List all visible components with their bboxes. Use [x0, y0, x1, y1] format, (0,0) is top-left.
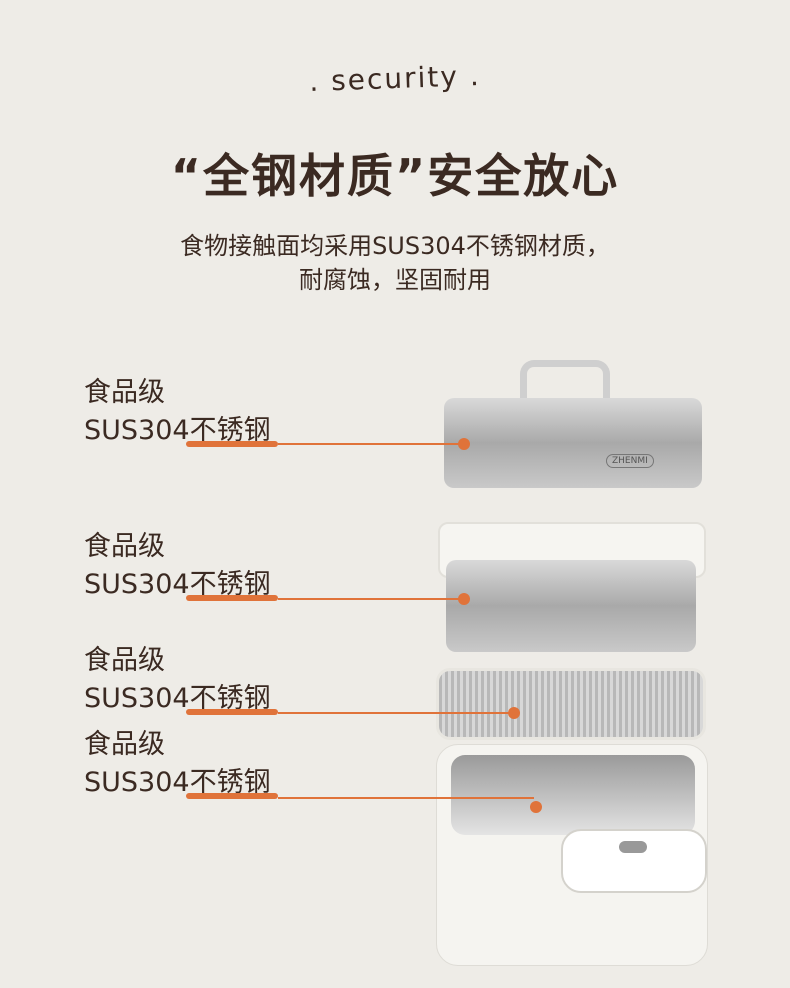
layer-label-tray: 食品级 SUS304不锈钢: [84, 642, 271, 718]
subtitle-line-2: 耐腐蚀，坚固耐用: [299, 266, 491, 294]
pointer-dot: [508, 707, 520, 719]
label-underline: [186, 595, 278, 601]
pointer-dot: [458, 593, 470, 605]
label-grade: 食品级: [84, 377, 165, 408]
steamer-lid: ZHENMI: [444, 398, 702, 488]
control-panel[interactable]: [561, 829, 707, 893]
layer-label-basket: 食品级 SUS304不锈钢: [84, 528, 271, 604]
page-title: “全钢材质”安全放心: [170, 149, 620, 203]
pointer-dot: [458, 438, 470, 450]
layer-label-lid: 食品级 SUS304不锈钢: [84, 374, 271, 450]
label-underline: [186, 709, 278, 715]
label-grade: 食品级: [84, 645, 165, 676]
pointer-line: [278, 797, 534, 799]
pointer-line: [278, 598, 464, 600]
steamer-tray: [436, 668, 706, 740]
label-underline: [186, 441, 278, 447]
label-material: SUS304不锈钢: [84, 569, 271, 600]
layer-label-pot: 食品级 SUS304不锈钢: [84, 726, 271, 802]
label-grade: 食品级: [84, 729, 165, 760]
label-grade: 食品级: [84, 531, 165, 562]
label-material: SUS304不锈钢: [84, 415, 271, 446]
pointer-line: [278, 443, 464, 445]
tagline: . security .: [308, 59, 482, 98]
base-unit: [436, 744, 708, 966]
display-screen: [619, 841, 647, 853]
pointer-dot: [530, 801, 542, 813]
steamer-basket-upper: [446, 560, 696, 652]
brand-badge: ZHENMI: [606, 454, 654, 468]
label-material: SUS304不锈钢: [84, 767, 271, 798]
pointer-line: [278, 712, 510, 714]
label-underline: [186, 793, 278, 799]
lid-handle: [520, 360, 610, 404]
subtitle-line-1: 食物接触面均采用SUS304不锈钢材质，: [180, 232, 610, 260]
inner-pot: [451, 755, 695, 835]
label-material: SUS304不锈钢: [84, 683, 271, 714]
